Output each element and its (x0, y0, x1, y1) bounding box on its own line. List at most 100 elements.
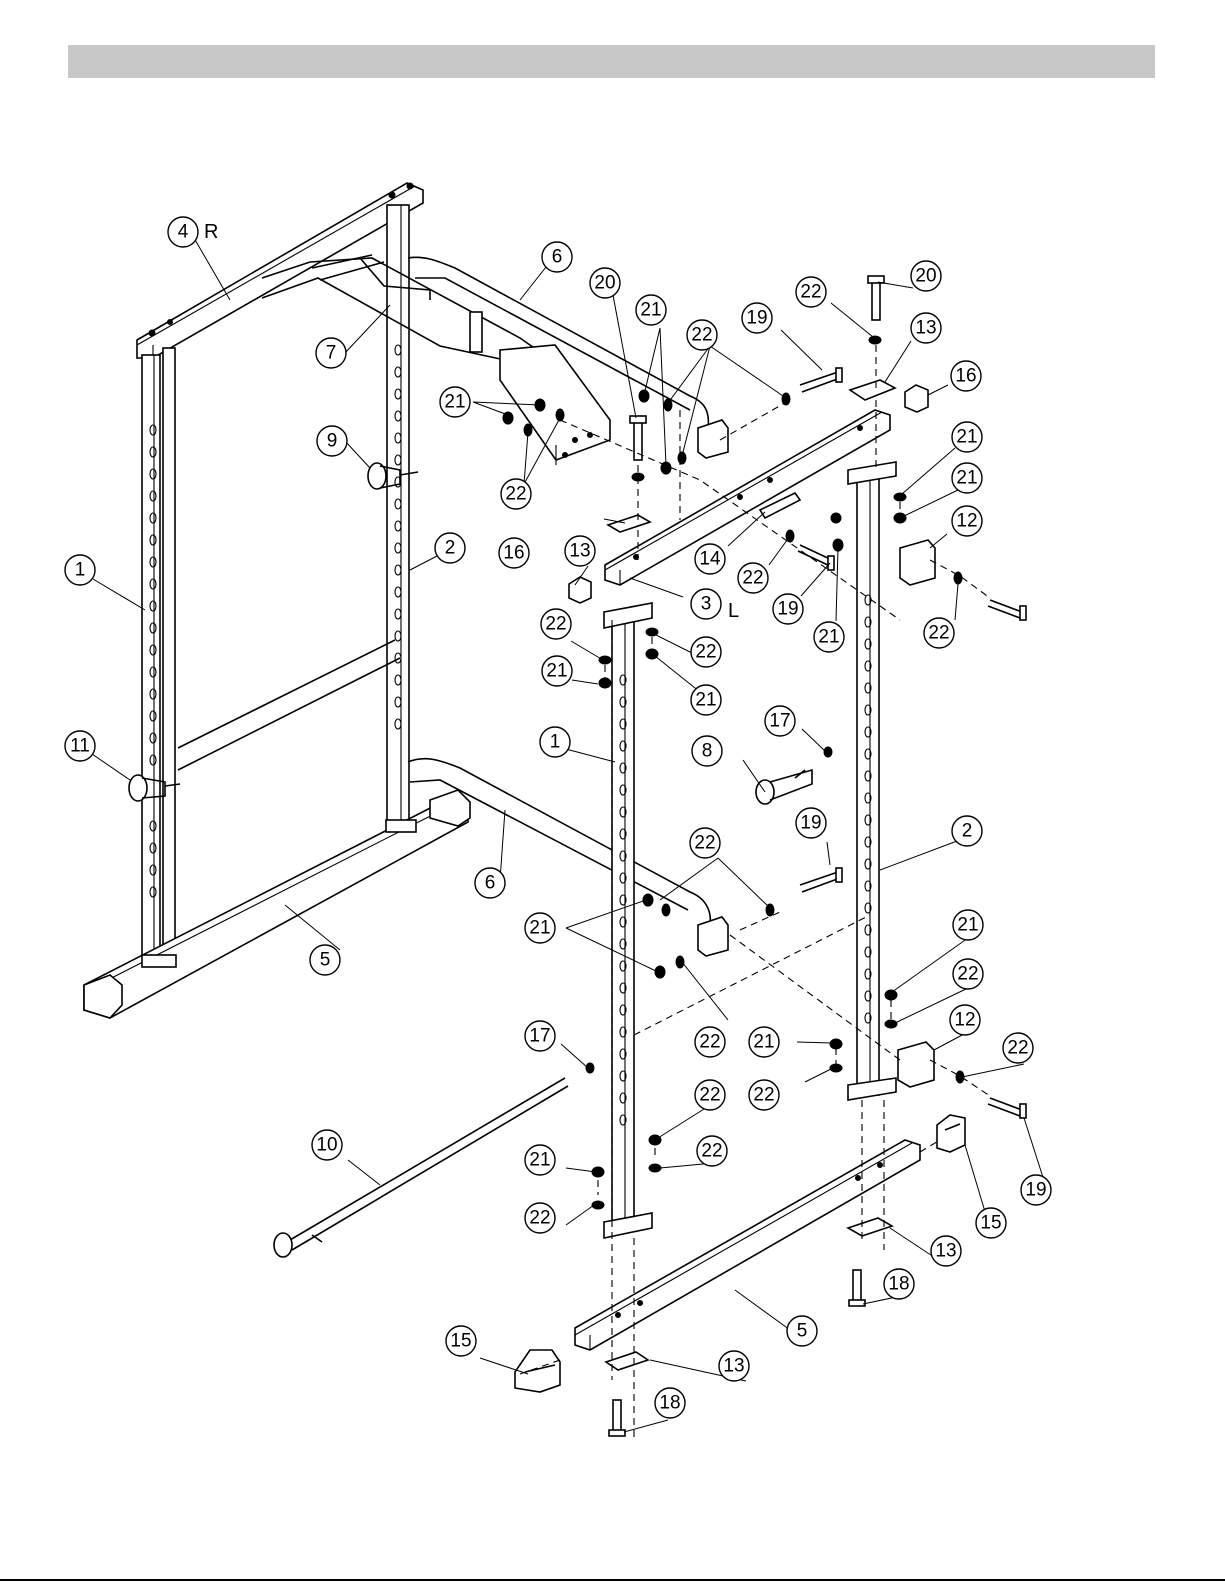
callout-label: 19 (777, 599, 798, 620)
callout-33: 21 (691, 685, 721, 715)
callout-58: 5 (787, 1316, 817, 1346)
callout-13: 22 (687, 320, 717, 350)
callout-51: 22 (697, 1136, 727, 1166)
callout-label: 5 (797, 1321, 808, 1342)
callout-59: 15 (446, 1326, 476, 1356)
callout-19: 21 (952, 422, 982, 452)
callout-9: 21 (440, 387, 470, 417)
callout-29: 21 (814, 622, 844, 652)
callout-1: 7 (316, 338, 346, 368)
callout-38: 2 (952, 816, 982, 846)
foot-15-upper (937, 1115, 965, 1152)
callout-label: 4 (178, 222, 189, 243)
callout-34: 17 (765, 706, 795, 736)
callout-label: 22 (800, 282, 821, 303)
callout-43: 22 (953, 959, 983, 989)
callout-label: 8 (702, 741, 713, 762)
bolt-19-c (988, 600, 1026, 620)
bar-10 (274, 1078, 568, 1257)
callout-60: 13 (719, 1351, 749, 1381)
callout-8: 5 (310, 945, 340, 975)
callout-57: 18 (884, 1269, 914, 1299)
callout-53: 10 (312, 1130, 342, 1160)
callout-28: 19 (773, 594, 803, 624)
callout-61: 18 (655, 1388, 685, 1418)
callout-label: 21 (818, 627, 839, 648)
callout-52: 22 (525, 1203, 555, 1233)
upright-2 (857, 475, 879, 1095)
callout-3: 9 (317, 426, 347, 456)
callout-50: 21 (525, 1145, 555, 1175)
callout-label: 19 (800, 813, 821, 834)
callout-label: 13 (723, 1356, 744, 1377)
callout-54: 15 (976, 1208, 1006, 1238)
callout-14: 19 (742, 303, 772, 333)
upright-1 (612, 620, 634, 1230)
callout-label: 22 (505, 484, 526, 505)
plate-13-b (608, 515, 650, 532)
callout-label: 20 (594, 273, 615, 294)
callout-56: 13 (931, 1236, 961, 1266)
front-upright-left-frame (387, 205, 409, 825)
callout-label: 15 (980, 1213, 1001, 1234)
callout-41: 22 (695, 1027, 725, 1057)
callout-label: 15 (450, 1331, 471, 1352)
callout-45: 22 (1003, 1033, 1033, 1063)
callout-label: 22 (694, 833, 715, 854)
callout-label: 19 (746, 308, 767, 329)
callout-label: 1 (75, 560, 86, 581)
callout-label: 22 (1007, 1038, 1028, 1059)
callout-label: 2 (962, 821, 973, 842)
callout-label: 12 (954, 1010, 975, 1031)
side-letter-left: L (728, 600, 739, 622)
callout-label: 21 (957, 915, 978, 936)
pin-8 (756, 770, 812, 804)
callout-label: 21 (444, 392, 465, 413)
callout-25: 14 (695, 544, 725, 574)
callout-label: 12 (956, 511, 977, 532)
callout-30: 22 (541, 609, 571, 639)
callout-label: 21 (956, 468, 977, 489)
callout-label: 6 (552, 247, 563, 268)
callout-35: 1 (540, 727, 570, 757)
callout-label: 22 (699, 1085, 720, 1106)
side-letter-right: R (204, 221, 218, 243)
callout-46: 21 (749, 1027, 779, 1057)
callout-label: 18 (888, 1274, 909, 1295)
callout-17: 13 (911, 313, 941, 343)
callout-18: 16 (951, 361, 981, 391)
rear-left-tube (163, 348, 175, 948)
callout-label: 11 (70, 736, 90, 757)
bracket-12-lower (898, 1042, 934, 1087)
callout-label: 22 (691, 325, 712, 346)
callout-21: 12 (952, 506, 982, 536)
bolt-19-e (798, 545, 834, 570)
callout-label: 10 (316, 1135, 337, 1156)
callout-39: 22 (690, 828, 720, 858)
callout-6: 11 (65, 731, 95, 761)
bottom-rule (0, 1579, 1225, 1581)
callout-label: 18 (659, 1393, 680, 1414)
callout-55: 19 (1021, 1175, 1051, 1205)
callout-20: 21 (952, 463, 982, 493)
callout-37: 19 (796, 808, 826, 838)
top-crossbar-right (137, 183, 423, 358)
callout-label: 20 (915, 266, 936, 287)
bolt-18-a (849, 1270, 865, 1306)
callout-10: 22 (501, 479, 531, 509)
callout-22: 22 (924, 618, 954, 648)
callout-label: 13 (569, 541, 590, 562)
callout-label: 22 (701, 1141, 722, 1162)
assembly-guide-lines (520, 345, 990, 1440)
callout-15: 22 (796, 277, 826, 307)
plate-13-c (848, 1218, 892, 1236)
callout-23: 13 (565, 536, 595, 566)
callout-5: 1 (65, 555, 95, 585)
end-cap-16-a (905, 385, 928, 412)
callout-label: 22 (928, 623, 949, 644)
callout-label: 22 (695, 642, 716, 663)
bolt-19-a (800, 368, 842, 392)
callout-27: 3 (691, 589, 721, 619)
callout-label: 21 (640, 300, 661, 321)
callout-label: 22 (742, 568, 763, 589)
